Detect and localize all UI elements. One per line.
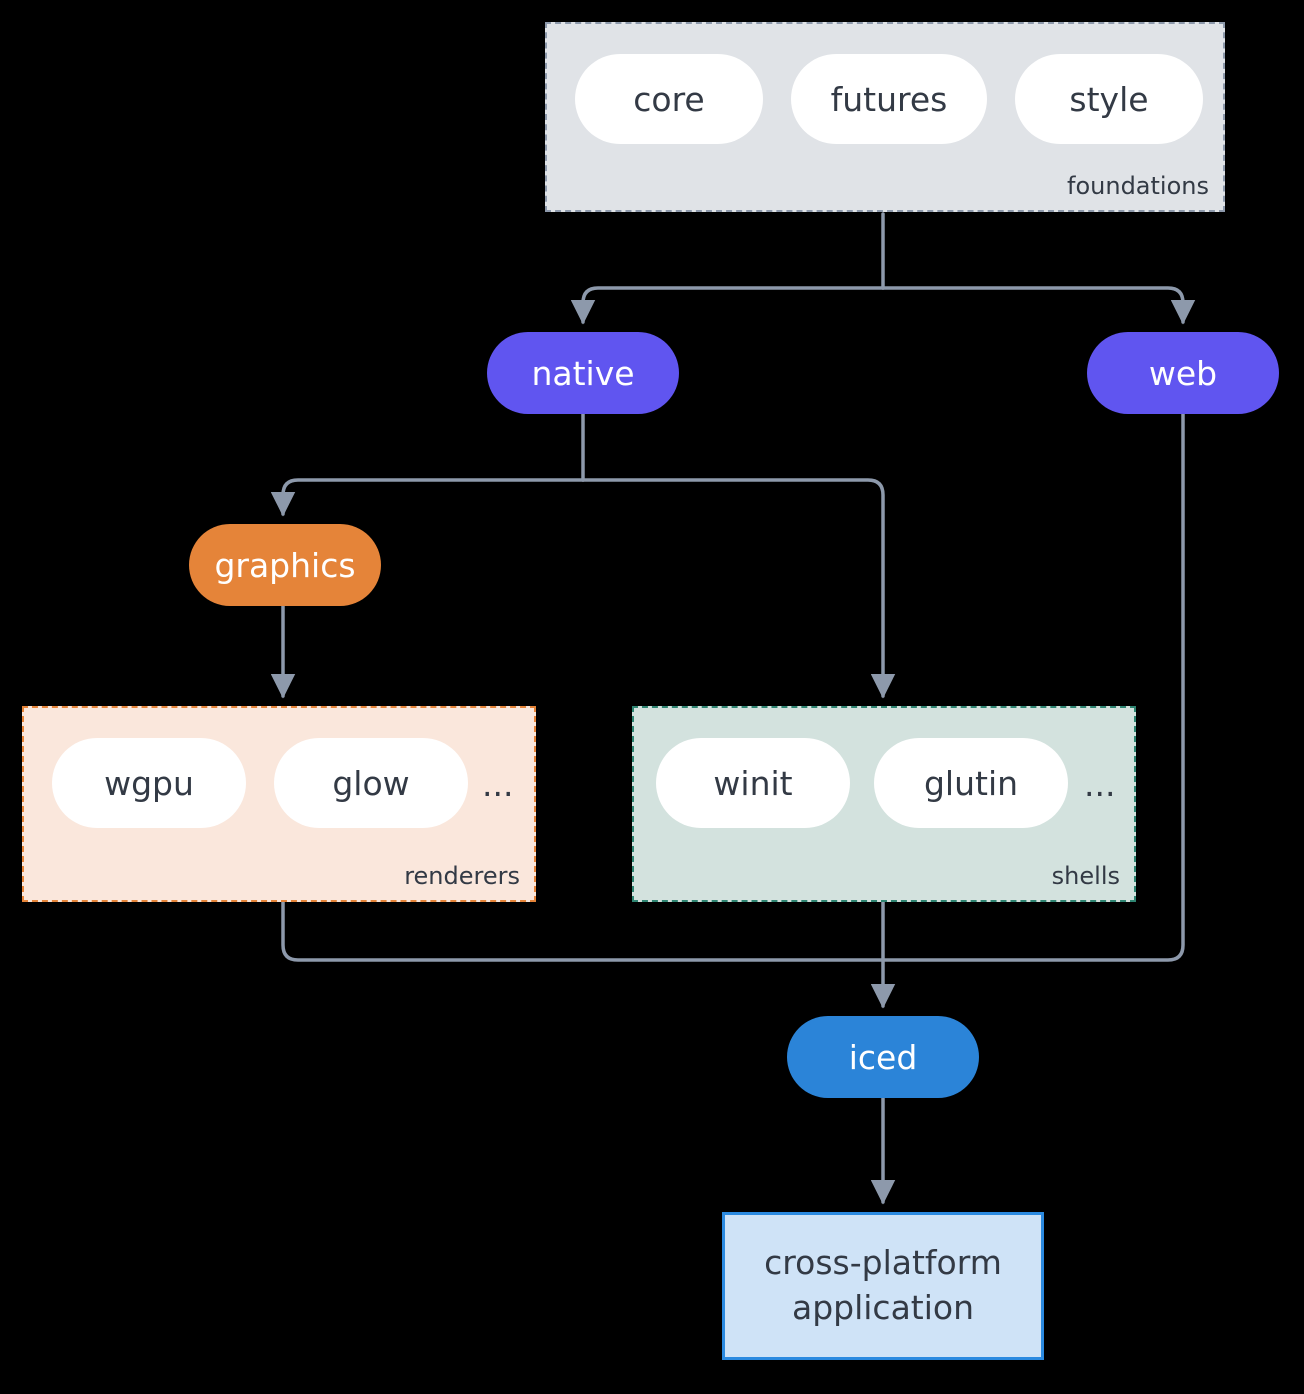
node-graphics[interactable]: graphics xyxy=(189,524,381,606)
node-winit-label: winit xyxy=(713,763,793,803)
node-iced-label: iced xyxy=(848,1037,918,1077)
edge-native-to-graphics xyxy=(270,478,585,517)
node-style[interactable]: style xyxy=(1015,54,1203,144)
node-futures[interactable]: futures xyxy=(791,54,987,144)
node-futures-label: futures xyxy=(830,79,948,119)
node-glow[interactable]: glow xyxy=(274,738,468,828)
node-web[interactable]: web xyxy=(1087,332,1279,414)
node-style-label: style xyxy=(1069,79,1149,119)
node-core[interactable]: core xyxy=(575,54,763,144)
cluster-shells-label: shells xyxy=(1051,862,1120,890)
node-graphics-label: graphics xyxy=(214,545,356,585)
node-iced[interactable]: iced xyxy=(787,1016,979,1098)
node-native-label: native xyxy=(531,353,635,393)
edge-foundations-to-native xyxy=(570,286,885,325)
renderers-overflow-ellipsis: ... xyxy=(482,765,514,804)
application-label-line2: application xyxy=(791,1288,975,1327)
node-glow-label: glow xyxy=(332,763,410,803)
application-label-line1: cross-platform xyxy=(764,1243,1002,1283)
node-glutin-label: glutin xyxy=(923,763,1019,803)
cluster-renderers-label: renderers xyxy=(404,862,520,890)
cluster-foundations-label: foundations xyxy=(1067,172,1209,200)
edge-web-to-iced xyxy=(881,412,1185,962)
node-cross-platform-application[interactable]: cross-platform application xyxy=(722,1212,1044,1360)
node-wgpu[interactable]: wgpu xyxy=(52,738,246,828)
node-core-label: core xyxy=(633,79,705,119)
node-wgpu-label: wgpu xyxy=(104,763,194,803)
cluster-foundations[interactable]: core futures style foundations xyxy=(545,22,1225,212)
cluster-shells[interactable]: winit glutin ... shells xyxy=(632,706,1136,902)
node-glutin[interactable]: glutin xyxy=(874,738,1068,828)
edge-foundations-to-web xyxy=(881,286,1196,325)
node-native[interactable]: native xyxy=(487,332,679,414)
cluster-renderers[interactable]: wgpu glow ... renderers xyxy=(22,706,536,902)
edge-renderers-to-iced xyxy=(281,900,885,962)
edge-native-to-shells xyxy=(581,478,896,699)
node-winit[interactable]: winit xyxy=(656,738,850,828)
node-web-label: web xyxy=(1148,353,1218,393)
shells-overflow-ellipsis: ... xyxy=(1084,765,1116,804)
